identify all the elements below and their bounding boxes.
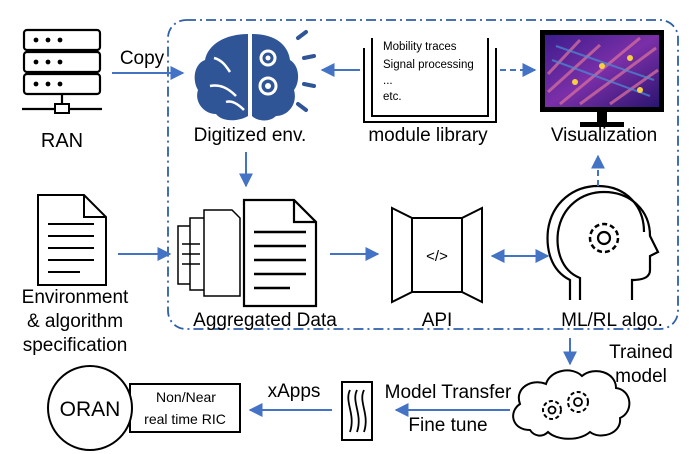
document-icon xyxy=(37,194,107,286)
cloud-gear-icon xyxy=(512,369,631,440)
module-library-label: module library xyxy=(368,125,488,146)
visualization-label: Visualization xyxy=(551,125,657,146)
oran-circle xyxy=(47,365,133,451)
module-item-4: etc. xyxy=(383,91,402,103)
digitized-env-label: Digitized env. xyxy=(194,125,307,146)
module-item-3: ... xyxy=(383,75,393,87)
api-icon xyxy=(391,206,483,304)
module-library-icon xyxy=(363,38,497,123)
api-label: API xyxy=(422,310,453,331)
brain-gear-icon xyxy=(194,30,316,121)
aggregated-data-label: Aggregated Data xyxy=(193,310,337,331)
xapps-label: xApps xyxy=(268,381,321,402)
environment-label-3: specification xyxy=(23,335,128,356)
ml-rl-label: ML/RL algo. xyxy=(561,310,663,331)
transfer-symbol-icon xyxy=(341,381,373,441)
digital-twin-boundary xyxy=(167,19,679,330)
copy-label: Copy xyxy=(120,48,165,69)
model-transfer-label: Model Transfer xyxy=(385,382,512,403)
fine-tune-label: Fine tune xyxy=(408,415,487,436)
monitor-icon xyxy=(540,30,664,127)
stacked-documents-icon xyxy=(177,198,318,308)
environment-label-1: Environment xyxy=(22,287,129,308)
server-icon xyxy=(22,28,102,114)
oran-label: ORAN xyxy=(60,398,121,421)
ric-label-1: Non/Near xyxy=(156,389,216,405)
head-gear-icon xyxy=(546,184,660,300)
api-symbol: </> xyxy=(426,248,448,265)
module-item-1: Mobility traces xyxy=(383,41,457,53)
trained-model-label-1: Trained xyxy=(609,342,673,363)
environment-label-2: & algorithm xyxy=(27,311,123,332)
ric-box xyxy=(129,383,241,433)
ric-label-2: real time RIC xyxy=(144,411,226,427)
ran-label: RAN xyxy=(41,130,83,152)
trained-model-label-2: model xyxy=(615,366,667,387)
module-item-2: Signal processing xyxy=(383,59,474,71)
